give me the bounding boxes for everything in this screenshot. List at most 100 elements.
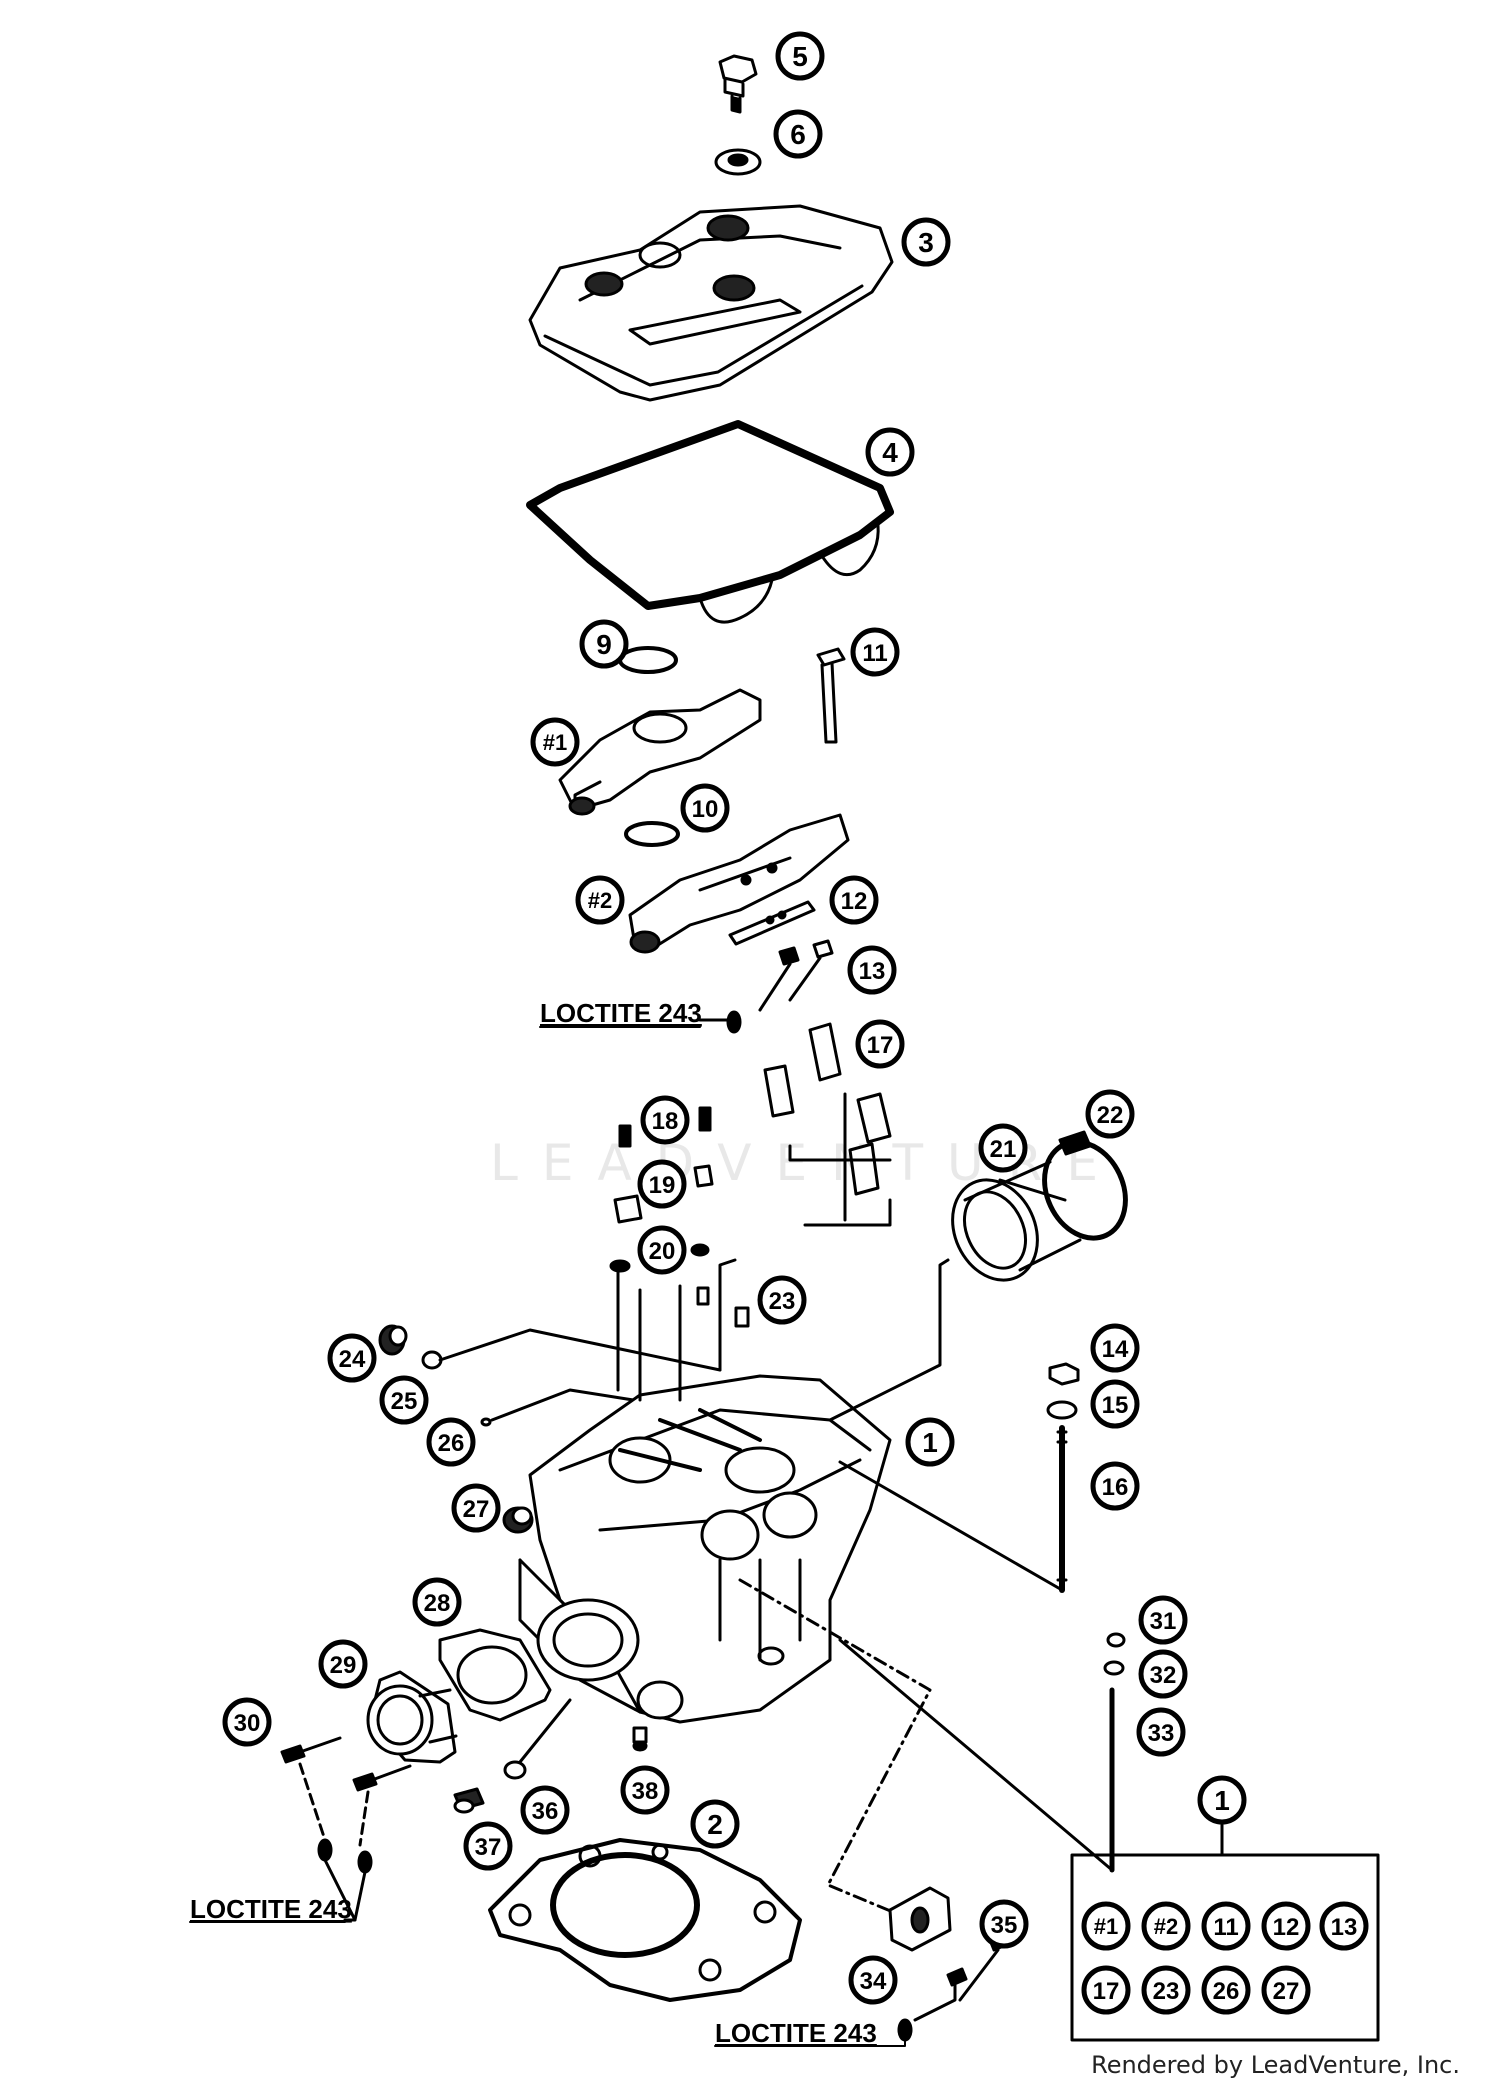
stud-part-16 [1056, 1425, 1068, 1593]
svg-text:34: 34 [860, 1968, 887, 1995]
kit-item-23: 23 [1141, 1965, 1191, 2015]
svg-text:37: 37 [475, 1834, 502, 1861]
svg-text:23: 23 [1153, 1978, 1180, 2005]
svg-text:19: 19 [649, 1172, 676, 1199]
intake-flange-part-29 [366, 1670, 458, 1764]
washer-part-6 [714, 148, 762, 176]
callout-22: 22 [1085, 1089, 1135, 1139]
svg-text:26: 26 [1213, 1978, 1240, 2005]
svg-text:31: 31 [1150, 1608, 1177, 1635]
svg-text:17: 17 [1093, 1978, 1120, 2005]
svg-text:#1: #1 [1094, 1914, 1118, 1939]
svg-text:13: 13 [1331, 1914, 1358, 1941]
kit-contents-box [1070, 1820, 1380, 2042]
svg-text:27: 27 [463, 1496, 490, 1523]
callout-38: 38 [620, 1765, 670, 1815]
bolt-part-5 [718, 54, 758, 114]
valve-cover-part-3 [528, 204, 894, 402]
svg-text:4: 4 [882, 437, 898, 468]
screw-part-38 [632, 1726, 648, 1752]
svg-text:36: 36 [532, 1798, 559, 1825]
callout-24: 24 [327, 1333, 377, 1383]
callout-20: 20 [637, 1225, 687, 1275]
callout-hash-2: #2 [575, 875, 625, 925]
callout-5: 5 [775, 31, 825, 81]
oring-part-36 [503, 1760, 527, 1780]
svg-text:15: 15 [1102, 1392, 1129, 1419]
svg-text:#2: #2 [588, 888, 612, 913]
ring-part-26 [480, 1417, 492, 1427]
callout-25: 25 [379, 1375, 429, 1425]
nuts-part-19 [613, 1164, 714, 1224]
plug-part-24 [378, 1324, 408, 1356]
svg-text:#2: #2 [1154, 1914, 1178, 1939]
callout-36: 36 [520, 1785, 570, 1835]
svg-text:28: 28 [424, 1590, 451, 1617]
svg-text:1: 1 [922, 1427, 938, 1458]
loctite-label-3: LOCTITE 243 [715, 2018, 877, 2048]
callout-27: 27 [451, 1483, 501, 1533]
callout-17: 17 [855, 1019, 905, 1069]
kit-item-13: 13 [1319, 1901, 1369, 1951]
callouts: 5 6 3 4 9 11 #1 10 #2 12 13 17 18 19 20 … [222, 31, 1369, 2015]
svg-text:30: 30 [234, 1710, 261, 1737]
gasket-part-4 [526, 420, 894, 624]
oring-part-25 [421, 1350, 443, 1370]
dowels-part-23 [696, 1286, 750, 1328]
kit-item-11: 11 [1201, 1901, 1251, 1951]
svg-text:1: 1 [1214, 1785, 1230, 1816]
footer-credit: Rendered by LeadVenture, Inc. [1091, 2051, 1460, 2079]
callout-hash-1: #1 [530, 717, 580, 767]
callout-33: 33 [1136, 1707, 1186, 1757]
svg-text:10: 10 [692, 796, 719, 823]
kit-item-17: 17 [1081, 1965, 1131, 2015]
cylinder-head-part-1 [518, 1374, 892, 1724]
nut-part-14 [1048, 1362, 1080, 1386]
intake-boot-part-21 [951, 1160, 1082, 1282]
washer-part-32 [1103, 1660, 1125, 1676]
small-screws-part-18 [618, 1106, 712, 1148]
callout-9: 9 [579, 619, 629, 669]
callout-3: 3 [901, 217, 951, 267]
callout-26: 26 [426, 1417, 476, 1467]
svg-text:32: 32 [1150, 1662, 1177, 1689]
svg-text:26: 26 [438, 1430, 465, 1457]
callout-14: 14 [1090, 1323, 1140, 1373]
leader-21 [828, 1258, 950, 1422]
svg-text:35: 35 [991, 1912, 1018, 1939]
kit-item-hash-2: #2 [1141, 1901, 1191, 1951]
callout-12: 12 [829, 875, 879, 925]
callout-34: 34 [848, 1955, 898, 2005]
callout-18: 18 [640, 1095, 690, 1145]
svg-text:33: 33 [1148, 1720, 1175, 1747]
kit-header-callout: 1 [1197, 1775, 1247, 1825]
washers-part-20 [609, 1243, 710, 1273]
watermark: LEADVENTURE [490, 1134, 1122, 1192]
svg-text:27: 27 [1273, 1978, 1300, 2005]
leader-24 [438, 1328, 722, 1372]
callout-1: 1 [905, 1417, 955, 1467]
plate-part-12 [728, 900, 816, 946]
svg-text:23: 23 [769, 1288, 796, 1315]
plug-part-27 [502, 1506, 534, 1534]
callout-19: 19 [637, 1159, 687, 1209]
nut-part-31 [1106, 1632, 1126, 1648]
long-bolt-part-11 [816, 647, 846, 744]
svg-text:29: 29 [330, 1652, 357, 1679]
svg-text:14: 14 [1102, 1336, 1129, 1363]
leader-18-19-20 [616, 1268, 682, 1402]
svg-text:12: 12 [1273, 1914, 1300, 1941]
loctite-label-2: LOCTITE 243 [190, 1894, 352, 1924]
callout-4: 4 [865, 427, 915, 477]
loctite-label-1: LOCTITE 243 [540, 998, 702, 1028]
callout-21: 21 [978, 1123, 1028, 1173]
kit-item-hash-1: #1 [1081, 1901, 1131, 1951]
callout-31: 31 [1138, 1595, 1188, 1645]
leader-33 [838, 1638, 1114, 1872]
kit-item-26: 26 [1201, 1965, 1251, 2015]
callout-37: 37 [463, 1821, 513, 1871]
leader-36 [518, 1698, 572, 1764]
callout-23: 23 [757, 1275, 807, 1325]
svg-text:38: 38 [632, 1778, 659, 1805]
plug-part-37 [453, 1787, 485, 1814]
